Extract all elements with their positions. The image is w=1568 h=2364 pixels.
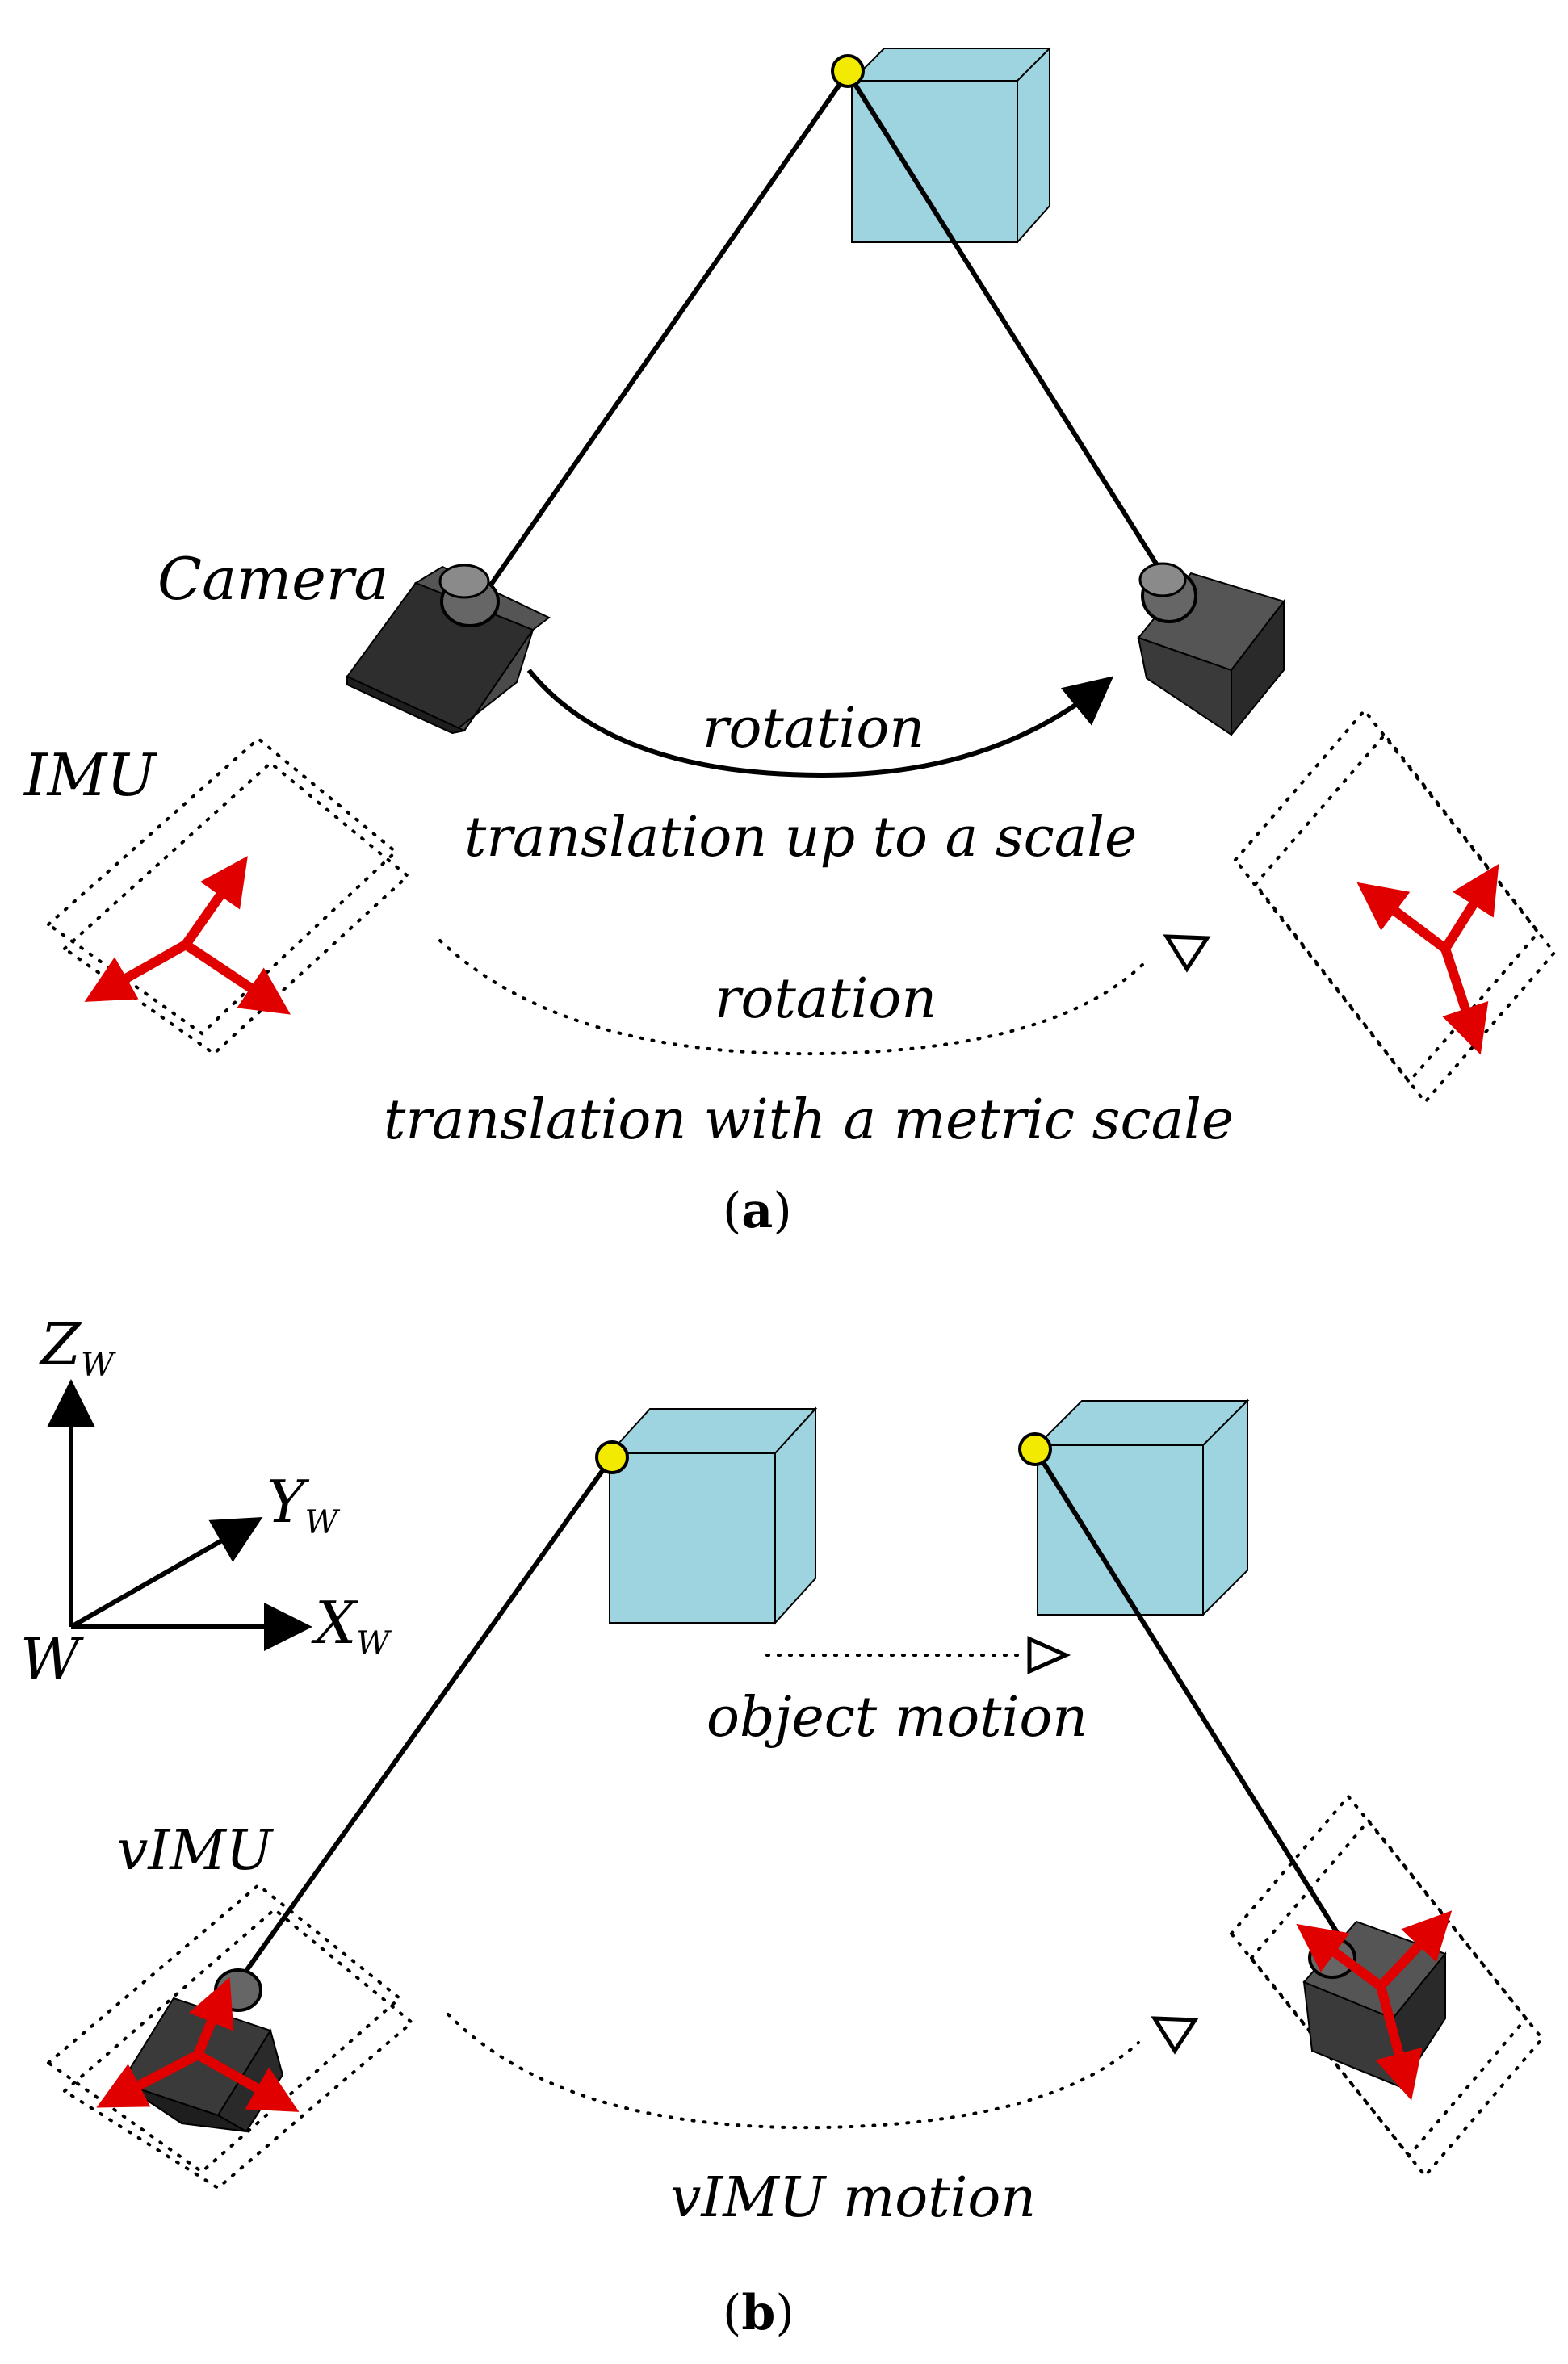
camera-rotation-label: rotation <box>702 697 924 761</box>
panel-b: ZW YW XW W object motion vIMU <box>20 1310 1545 2341</box>
camera-label: Camera <box>157 545 388 613</box>
feature-point-a <box>831 54 865 88</box>
axis-y-label: YW <box>266 1468 341 1541</box>
caption-b: (b) <box>723 2285 794 2341</box>
right-vimu-frame-b <box>1229 1793 1545 2179</box>
caption-a: (a) <box>723 1183 792 1239</box>
object-cube-left-b <box>607 1406 818 1625</box>
right-imu-axes-a <box>1356 863 1499 1055</box>
camera-translation-label: translation up to a scale <box>464 806 1137 870</box>
vimu-label: vIMU <box>117 1819 275 1883</box>
left-imu-frame-a <box>45 736 411 1056</box>
left-camera-a <box>346 564 551 735</box>
ray-left-b <box>236 1456 614 1984</box>
axis-z-label: ZW <box>39 1310 116 1384</box>
world-axes <box>47 1379 312 1651</box>
right-vimu-axes-b <box>1296 1910 1453 2101</box>
imu-motion-arrowhead <box>1163 934 1211 973</box>
axis-x-label: XW <box>311 1589 392 1662</box>
imu-motion-arrow <box>438 939 1148 1056</box>
vimu-motion-arrow <box>447 2013 1140 2130</box>
ray-left-camera-a <box>474 71 850 607</box>
vimu-motion-arrowhead <box>1151 2016 1199 2055</box>
feature-point-right-b <box>1018 1432 1052 1466</box>
object-motion-label: object motion <box>706 1686 1088 1750</box>
left-vimu-frame-b <box>45 1883 415 2190</box>
imu-label: IMU <box>23 741 157 809</box>
imu-rotation-label: rotation <box>715 967 937 1031</box>
imu-translation-label: translation with a metric scale <box>384 1088 1234 1152</box>
object-motion-arrowhead <box>1027 1636 1071 1674</box>
ray-right-b <box>1033 1448 1343 1939</box>
ray-right-camera-a <box>845 71 1177 595</box>
left-imu-axes-a <box>84 856 291 1015</box>
right-camera-a <box>1137 562 1285 737</box>
panel-a: Camera rotation translation up to a scal… <box>23 46 1557 1239</box>
right-imu-frame-a <box>1233 707 1557 1105</box>
camera-motion-arrow <box>526 669 1114 778</box>
vimu-motion-label: vIMU motion <box>670 2166 1036 2230</box>
world-origin-label: W <box>20 1625 84 1693</box>
object-cube-a <box>849 46 1052 245</box>
left-vimu-axes-b <box>96 1976 300 2112</box>
feature-point-left-b <box>595 1440 629 1474</box>
